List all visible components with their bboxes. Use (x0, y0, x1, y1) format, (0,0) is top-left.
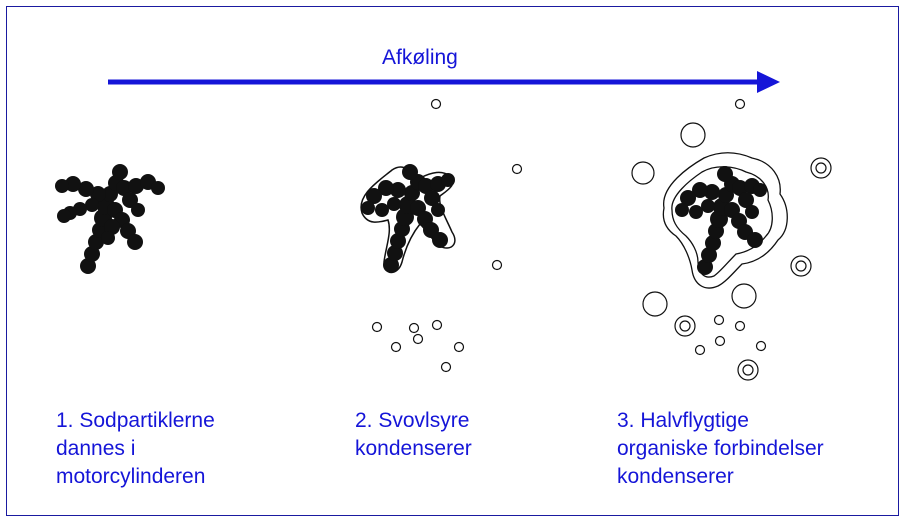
caption-line: 3. Halvflygtige (617, 409, 749, 432)
cooling-arrow (108, 71, 780, 93)
cooling-arrow-label: Afkøling (382, 46, 458, 69)
diagram-frame (6, 6, 899, 516)
soot-particle-stage-2 (360, 164, 456, 274)
caption-line: 2. Svovlsyre (355, 409, 470, 432)
soot-particle-stage-3 (662, 152, 788, 289)
caption-line: organiske forbindelser (617, 437, 824, 460)
stage-1-caption: 1. Sodpartiklerne dannes i motorcylinder… (56, 407, 215, 491)
sulfuric-acid-droplets (371, 98, 523, 373)
organic-droplets (631, 98, 832, 381)
caption-line: 1. Sodpartiklerne (56, 409, 215, 432)
stage-2-caption: 2. Svovlsyre kondenserer (355, 407, 472, 463)
caption-line: dannes i (56, 437, 136, 460)
stage-3-caption: 3. Halvflygtige organiske forbindelser k… (617, 407, 824, 491)
soot-particle-stage-1 (55, 164, 165, 274)
caption-line: kondenserer (617, 465, 734, 488)
caption-line: kondenserer (355, 437, 472, 460)
caption-line: motorcylinderen (56, 465, 206, 488)
